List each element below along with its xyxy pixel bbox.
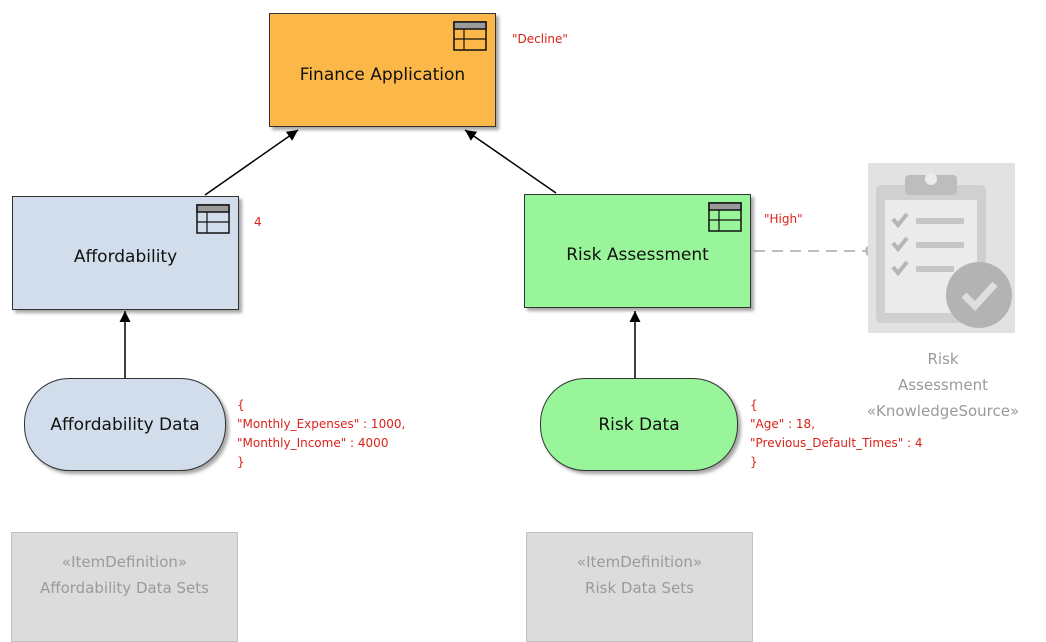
knowledge-source-label: Risk Assessment «KnowledgeSource» — [866, 350, 1020, 420]
input-data-risk-data[interactable]: Risk Data — [540, 378, 738, 471]
decision-finance-application[interactable]: Finance Application — [269, 13, 496, 127]
finance-application-value: "Decline" — [512, 32, 568, 46]
input-data-affordability-data[interactable]: Affordability Data — [24, 378, 226, 471]
requirement-arrow-affordability-to-finance[interactable] — [204, 129, 299, 196]
decision-table-icon — [453, 21, 487, 51]
affordability-value: 4 — [254, 215, 262, 229]
decision-finance-application-label: Finance Application — [299, 65, 466, 85]
requirement-arrow-risk-to-finance[interactable] — [464, 129, 557, 194]
risk-data-value: {"Age" : 18,"Previous_Default_Times" : 4… — [750, 398, 923, 469]
affordability-data-value: {"Monthly_Expenses" : 1000,"Monthly_Inco… — [237, 398, 406, 469]
decision-risk-assessment-label: Risk Assessment — [566, 245, 709, 265]
item-definition-name: Affordability Data Sets — [40, 579, 209, 597]
clipboard-check-icon[interactable] — [868, 163, 1015, 333]
item-definition-name: Risk Data Sets — [585, 579, 694, 597]
input-data-affordability-data-label: Affordability Data — [50, 414, 200, 435]
item-definition-stereotype: «ItemDefinition» — [576, 553, 703, 571]
decision-table-icon — [196, 204, 230, 234]
decision-affordability[interactable]: Affordability — [12, 196, 239, 310]
item-definition-stereotype: «ItemDefinition» — [61, 553, 188, 571]
item-definition-risk-data-sets[interactable]: «ItemDefinition» Risk Data Sets — [526, 532, 753, 642]
risk-assessment-value: "High" — [764, 212, 803, 226]
decision-affordability-label: Affordability — [73, 247, 178, 267]
decision-risk-assessment[interactable]: Risk Assessment — [524, 194, 751, 308]
item-definition-affordability-data-sets[interactable]: «ItemDefinition» Affordability Data Sets — [11, 532, 238, 642]
input-data-risk-data-label: Risk Data — [598, 414, 680, 435]
decision-table-icon — [708, 202, 742, 232]
